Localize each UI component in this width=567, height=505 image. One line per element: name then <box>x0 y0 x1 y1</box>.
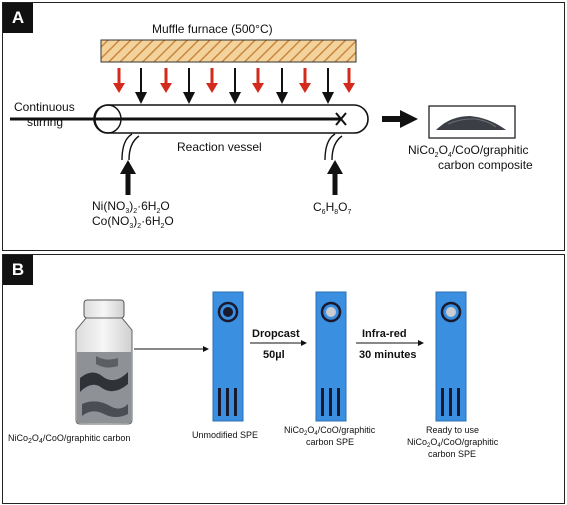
spe2-caption-2: carbon SPE <box>306 437 354 447</box>
powder-icon <box>436 116 506 130</box>
heat-arrow-red-1 <box>113 68 125 93</box>
step2-arrow <box>356 340 424 346</box>
step1-top-label: Dropcast <box>252 328 300 340</box>
heat-arrow-red-4 <box>252 68 264 93</box>
heat-arrow-red-2 <box>160 68 172 93</box>
inlet-pipe-right-a <box>324 133 336 161</box>
heat-arrow-black-2 <box>183 68 195 104</box>
furnace-label: Muffle furnace (500°C) <box>152 22 273 36</box>
stirring-label-2: stirring <box>27 115 63 129</box>
product-label-1: NiCo2O4/CoO/graphitic <box>408 143 529 159</box>
citric-acid-label: C6H8O7 <box>313 200 352 216</box>
heat-arrow-black-4 <box>276 68 288 104</box>
output-arrow <box>382 110 418 128</box>
heat-arrows <box>113 68 355 104</box>
step2-bottom-label: 30 minutes <box>359 349 416 361</box>
step1-bottom-label: 50µl <box>263 349 285 361</box>
inlet-arrow-right <box>327 160 343 195</box>
vial-caption: NiCo2O4/CoO/graphitic carbon <box>8 433 130 445</box>
spe-unmodified <box>212 291 244 422</box>
stirring-label-1: Continuous <box>14 100 75 114</box>
heat-arrow-black-5 <box>322 68 334 104</box>
spe-modified <box>315 291 347 422</box>
step1-arrow <box>250 340 307 346</box>
panel-a-label: A <box>3 3 33 33</box>
precursor-co-label: Co(NO3)2·6H2O <box>92 214 174 230</box>
stirrer-icon <box>335 112 347 126</box>
spe3-caption-3: carbon SPE <box>428 449 476 459</box>
inlet-pipe-right-b <box>331 135 343 161</box>
vessel-label: Reaction vessel <box>177 140 262 154</box>
precursor-ni-label: Ni(NO3)2·6H2O <box>92 199 170 215</box>
heat-arrow-red-5 <box>299 68 311 93</box>
heat-arrow-black-3 <box>229 68 241 104</box>
panel-b-label: B <box>3 255 33 285</box>
inlet-pipe-left-a <box>121 133 133 161</box>
spe3-caption-1: Ready to use <box>426 425 479 435</box>
heat-arrow-red-6 <box>343 68 355 93</box>
spe1-caption: Unmodified SPE <box>192 430 258 440</box>
muffle-furnace <box>100 39 357 63</box>
spe3-caption-2: NiCo2O4/CoO/graphitic <box>407 437 499 449</box>
step2-top-label: Infra-red <box>362 328 407 340</box>
inlet-arrow-left <box>120 160 136 195</box>
heat-arrow-red-3 <box>206 68 218 93</box>
arrow-to-spe1 <box>134 346 209 352</box>
spe2-caption-1: NiCo2O4/CoO/graphitic <box>284 425 376 437</box>
inlet-pipe-left-b <box>128 135 140 161</box>
spe-ready <box>435 291 467 422</box>
powder-highlight <box>447 118 497 128</box>
product-label-2: carbon composite <box>438 158 533 172</box>
heat-arrow-black-1 <box>135 68 147 104</box>
vial-icon <box>75 299 133 425</box>
